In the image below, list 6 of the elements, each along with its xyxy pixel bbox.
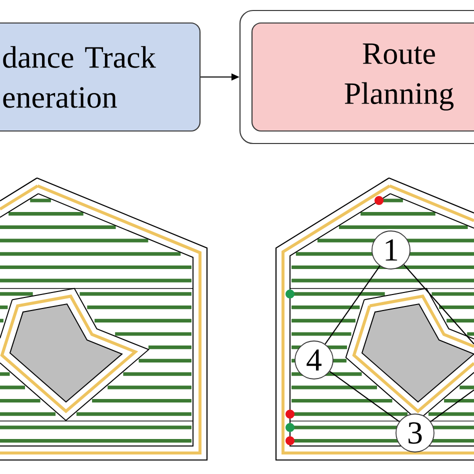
process-box: dance Track eneration (0, 22, 201, 132)
connector-line (329, 370, 400, 422)
process-box: Route Planning (251, 22, 474, 132)
connector-line (324, 266, 380, 344)
connector-line (430, 390, 474, 422)
connector-line (403, 264, 474, 344)
